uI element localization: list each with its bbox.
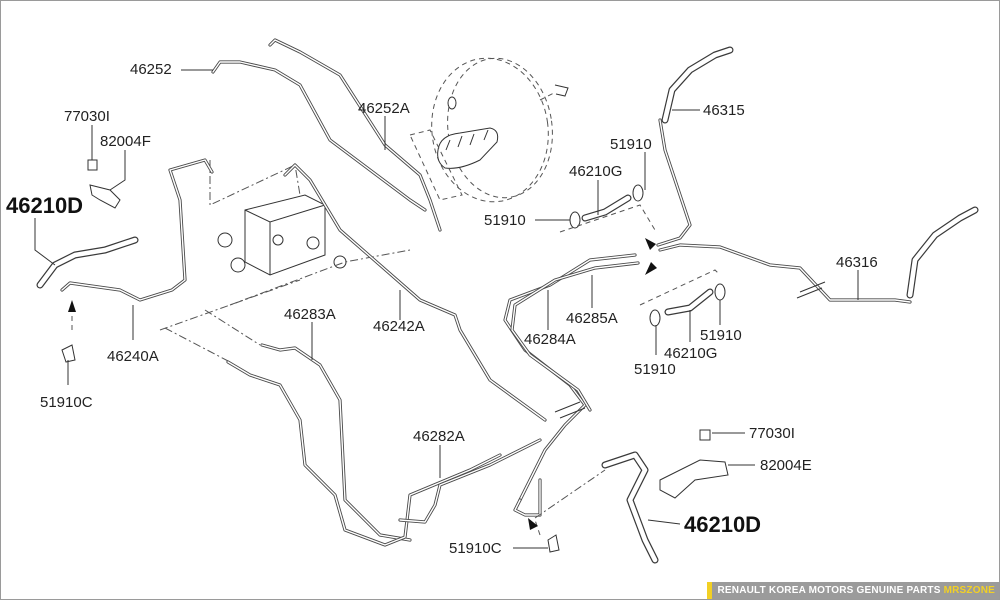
pipe-46282A-a (226, 360, 502, 547)
pipe-46315 (656, 118, 692, 247)
pipe-46242A (283, 163, 547, 422)
pipe-46285A (510, 261, 640, 412)
callout-46285A[interactable]: 46285A (566, 310, 618, 327)
pipe-46252A (268, 38, 442, 232)
callout-77030I[interactable]: 77030I (749, 425, 795, 442)
fittings-and-brackets (61, 159, 729, 553)
callout-51910C[interactable]: 51910C (40, 394, 93, 411)
footer-accent-bar (707, 582, 713, 599)
pipe-46316 (658, 243, 912, 304)
footer-text: RENAULT KOREA MOTORS GENUINE PARTS (717, 585, 941, 596)
callout-46316[interactable]: 46316 (836, 254, 878, 271)
callout-51910[interactable]: 51910 (484, 212, 526, 229)
hose-46210G-top (581, 194, 632, 222)
callout-46315[interactable]: 46315 (703, 102, 745, 119)
callout-51910C[interactable]: 51910C (449, 540, 502, 557)
brake-hoses (36, 46, 979, 564)
callout-46210D[interactable]: 46210D (6, 193, 84, 218)
pipe-46240A (60, 158, 214, 302)
brake-pipes (60, 38, 912, 547)
pipe-46282A-b (398, 438, 542, 524)
callout-77030I[interactable]: 77030I (64, 108, 110, 125)
callout-46242A[interactable]: 46242A (373, 318, 425, 335)
hose-46315 (661, 46, 734, 124)
callout-51910[interactable]: 51910 (610, 136, 652, 153)
hose-46210D-right (601, 451, 659, 564)
callout-82004E[interactable]: 82004E (760, 457, 812, 474)
hecu-module (159, 160, 411, 363)
callout-46210G[interactable]: 46210G (664, 345, 718, 362)
pipe-46252 (211, 60, 427, 212)
callout-46210D[interactable]: 46210D (684, 512, 762, 537)
hose-46210G-bottom (664, 288, 714, 316)
callout-46282A[interactable]: 46282A (413, 428, 465, 445)
leader-lines (34, 69, 859, 549)
callout-46210G[interactable]: 46210G (569, 163, 623, 180)
callout-46284A[interactable]: 46284A (524, 331, 576, 348)
pipe-46283A (260, 343, 412, 542)
watermark-footer: RENAULT KOREA MOTORS GENUINE PARTS MRSZO… (707, 582, 999, 599)
callout-46240A[interactable]: 46240A (107, 348, 159, 365)
footer-brand: MRSZONE (943, 585, 995, 596)
hose-46316 (906, 206, 979, 299)
callout-46252[interactable]: 46252 (130, 61, 172, 78)
callout-51910[interactable]: 51910 (700, 327, 742, 344)
callout-51910[interactable]: 51910 (634, 361, 676, 378)
callout-46252A[interactable]: 46252A (358, 100, 410, 117)
hose-46210D-left (36, 236, 139, 289)
callout-46283A[interactable]: 46283A (284, 306, 336, 323)
pipe-front-right (513, 478, 542, 517)
brake-booster (409, 57, 569, 203)
callout-82004F[interactable]: 82004F (100, 133, 151, 150)
